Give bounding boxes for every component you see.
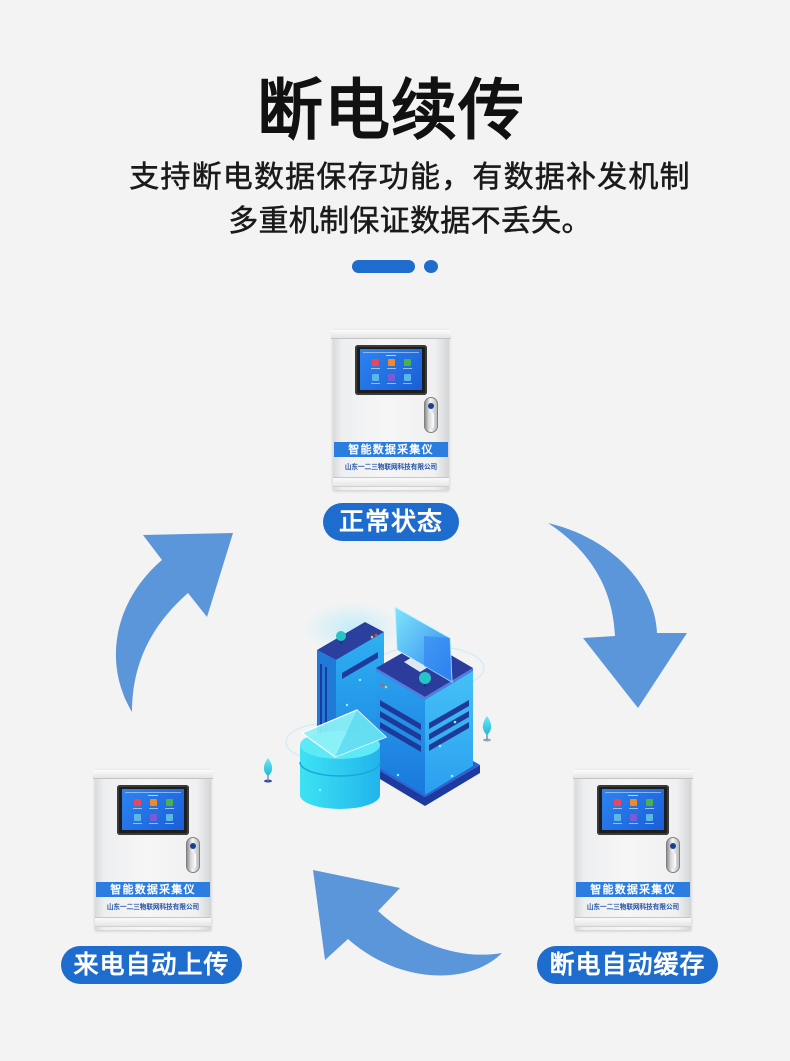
sparkles (318, 678, 457, 792)
door-handle-icon (186, 837, 200, 873)
cycle-arrow-down-icon (548, 523, 687, 708)
screen-app-icon (629, 814, 638, 824)
indicator-active[interactable] (352, 260, 415, 273)
screen-app-icon (387, 359, 396, 369)
screen-app-icon (629, 799, 638, 809)
cabinet-trim (575, 917, 691, 927)
carousel-indicator (352, 260, 438, 273)
screen-app-icon (387, 374, 396, 384)
cabinet-trim (95, 917, 211, 927)
device-name-label: 智能数据采集仪 (96, 882, 210, 897)
screen-display (122, 789, 184, 830)
status-badge-normal: 正常状态 (323, 503, 459, 541)
screen-app-icon (165, 799, 174, 809)
device-cabinet-power-off: 智能数据采集仪 山东一二三物联网科技有限公司 (573, 770, 693, 930)
touch-screen (597, 785, 669, 835)
page-title: 断电续传 (257, 72, 525, 149)
subtitle-line-1: 支持断电数据保存功能，有数据补发机制 (129, 160, 691, 195)
company-label: 山东一二三物联网科技有限公司 (106, 903, 200, 911)
door-handle-icon (424, 397, 438, 433)
screen-app-icon (613, 799, 622, 809)
screen-display (360, 349, 422, 390)
touch-screen (355, 345, 427, 395)
door-handle-icon (666, 837, 680, 873)
screen-app-icon (613, 814, 622, 824)
indicator-dot[interactable] (424, 260, 438, 273)
tree-icon (482, 716, 492, 742)
device-cabinet-normal: 智能数据采集仪 山东一二三物联网科技有限公司 (331, 330, 451, 490)
screen-display (602, 789, 664, 830)
screen-app-icon (645, 799, 654, 809)
subtitle-line-2: 多重机制保证数据不丢失。 (228, 204, 592, 239)
cycle-arrow-up-icon (115, 533, 233, 712)
server-cluster-icon (263, 588, 492, 809)
cabinet-lid (93, 770, 213, 779)
cabinet-trim (333, 477, 449, 487)
screen-app-icon (149, 799, 158, 809)
tree-icon (263, 758, 273, 783)
touch-screen (117, 785, 189, 835)
company-label: 山东一二三物联网科技有限公司 (586, 903, 680, 911)
device-name-label: 智能数据采集仪 (576, 882, 690, 897)
screen-app-icon (149, 814, 158, 824)
device-name-label: 智能数据采集仪 (334, 442, 448, 457)
cabinet-lid (331, 330, 451, 339)
screen-app-icon (133, 814, 142, 824)
screen-app-icon (371, 374, 380, 384)
screen-app-icon (371, 359, 380, 369)
screen-app-icon (403, 374, 412, 384)
status-badge-power-off-cache: 断电自动缓存 (537, 946, 718, 984)
company-label: 山东一二三物联网科技有限公司 (344, 463, 438, 471)
status-badge-power-on-upload: 来电自动上传 (61, 946, 242, 984)
screen-app-icon (645, 814, 654, 824)
screen-app-icon (165, 814, 174, 824)
device-cabinet-power-on: 智能数据采集仪 山东一二三物联网科技有限公司 (93, 770, 213, 930)
monitor-icon (394, 606, 453, 687)
screen-app-icon (403, 359, 412, 369)
cycle-arrow-left-icon (313, 870, 502, 976)
screen-app-icon (133, 799, 142, 809)
cabinet-lid (573, 770, 693, 779)
database-cylinder (299, 709, 388, 809)
